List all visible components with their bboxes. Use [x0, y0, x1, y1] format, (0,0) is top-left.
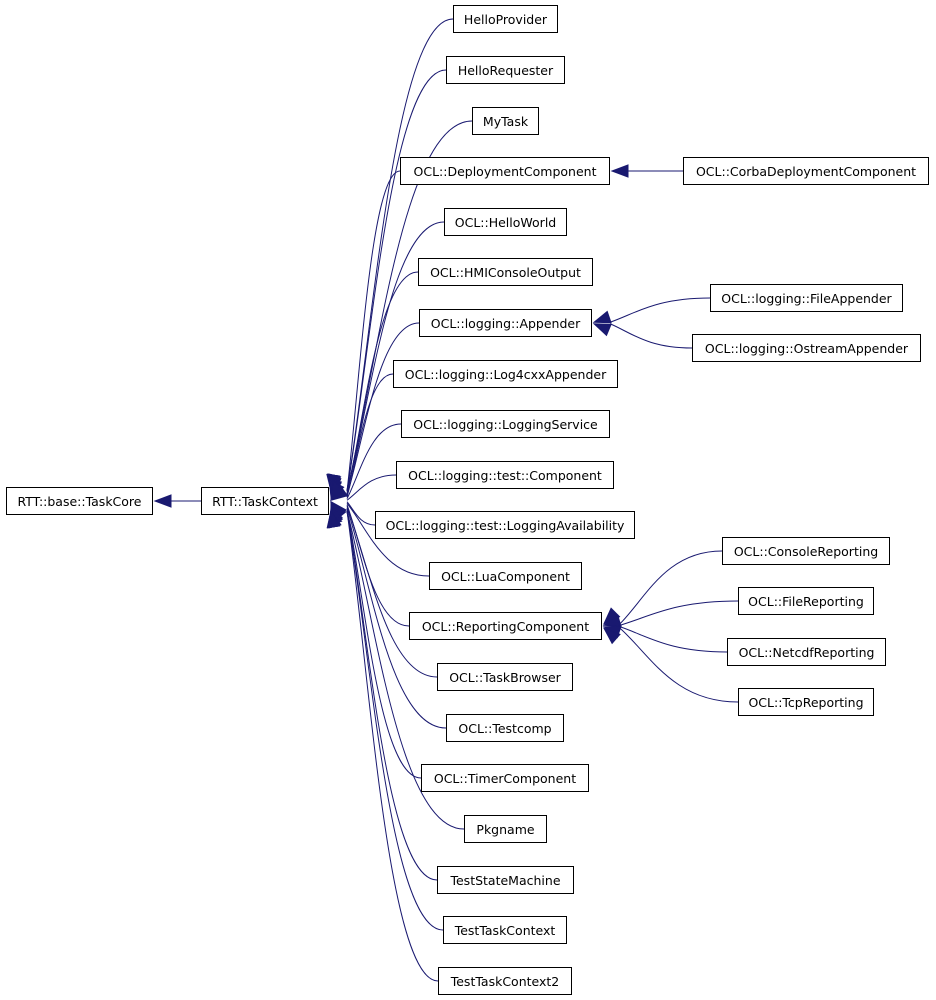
inheritance-edge	[602, 550, 723, 625]
edge-line	[346, 510, 465, 830]
inheritance-edge	[592, 323, 693, 349]
edge-line	[346, 120, 473, 492]
arrowhead-icon	[610, 164, 629, 178]
edge-line	[346, 221, 445, 493]
edge-line	[346, 502, 430, 577]
node-ocl-tcpreporting[interactable]: OCL::TcpReporting	[738, 688, 874, 716]
inheritance-edge	[602, 627, 739, 703]
edge-line	[346, 69, 447, 492]
edge-line	[346, 510, 438, 881]
edge-line	[346, 506, 438, 678]
arrowhead-icon	[592, 323, 612, 337]
edge-line	[619, 627, 739, 703]
node-pkgname[interactable]: Pkgname	[464, 815, 547, 843]
inheritance-edge	[326, 509, 439, 982]
edge-line	[609, 323, 693, 349]
node-rtt-base-taskcore[interactable]: RTT::base::TaskCore	[6, 487, 153, 515]
edge-line	[346, 509, 422, 779]
edge-line	[346, 474, 397, 501]
edge-line	[346, 170, 401, 492]
node-ocl-deploymentcomponent[interactable]: OCL::DeploymentComponent	[400, 157, 610, 185]
arrowhead-icon	[592, 310, 612, 324]
arrowhead-icon	[326, 509, 340, 529]
inheritance-edge	[326, 170, 401, 493]
node-ocl-helloworld[interactable]: OCL::HelloWorld	[444, 208, 567, 236]
node-ocl-corbadeploymentcomponent[interactable]: OCL::CorbaDeploymentComponent	[683, 157, 929, 185]
node-ocl-hmiconsoleoutput[interactable]: OCL::HMIConsoleOutput	[418, 258, 593, 286]
edge-line	[346, 507, 447, 729]
node-testtaskcontext2[interactable]: TestTaskContext2	[438, 967, 572, 995]
edge-line	[609, 297, 711, 323]
arrowhead-icon	[329, 485, 349, 502]
edge-line	[619, 550, 723, 625]
node-ocl-luacomponent[interactable]: OCL::LuaComponent	[429, 562, 582, 590]
node-ocl-reportingcomponent[interactable]: OCL::ReportingComponent	[409, 612, 602, 640]
node-ocl-filereporting[interactable]: OCL::FileReporting	[738, 587, 874, 615]
node-ocl-timercomponent[interactable]: OCL::TimerComponent	[421, 764, 589, 792]
node-ocl-logging-test-loggingavailability[interactable]: OCL::logging::test::LoggingAvailability	[375, 511, 635, 539]
arrowhead-icon	[602, 614, 622, 628]
node-ocl-logging-loggingservice[interactable]: OCL::logging::LoggingService	[401, 410, 610, 438]
node-ocl-consolereporting[interactable]: OCL::ConsoleReporting	[722, 537, 890, 565]
inheritance-edge	[153, 494, 201, 508]
inheritance-edge	[327, 509, 438, 881]
node-rtt-taskcontext[interactable]: RTT::TaskContext	[201, 487, 329, 515]
edge-line	[346, 510, 444, 931]
node-mytask[interactable]: MyTask	[472, 107, 539, 135]
inheritance-edge	[329, 474, 397, 502]
node-testtaskcontext[interactable]: TestTaskContext	[443, 916, 567, 944]
inheritance-edge	[592, 297, 711, 324]
arrowhead-icon	[602, 627, 621, 645]
node-ocl-logging-log4cxxappender[interactable]: OCL::logging::Log4cxxAppender	[393, 360, 618, 388]
inheritance-edge	[327, 507, 422, 779]
edge-line	[346, 271, 419, 495]
edge-line	[346, 423, 402, 499]
node-ocl-netcdfreporting[interactable]: OCL::NetcdfReporting	[727, 638, 886, 666]
inheritance-edge	[602, 600, 739, 628]
arrowhead-icon	[153, 494, 172, 508]
node-hellorequester[interactable]: HelloRequester	[446, 56, 565, 84]
node-ocl-logging-test-component[interactable]: OCL::logging::test::Component	[396, 461, 614, 489]
edge-line	[619, 600, 739, 626]
inheritance-edge	[610, 164, 683, 178]
node-ocl-testcomp[interactable]: OCL::Testcomp	[446, 714, 564, 742]
edge-line	[619, 626, 728, 653]
edge-line	[346, 373, 394, 498]
node-ocl-logging-appender[interactable]: OCL::logging::Appender	[419, 309, 592, 337]
edge-line	[346, 510, 439, 982]
node-ocl-logging-fileappender[interactable]: OCL::logging::FileAppender	[710, 284, 903, 312]
node-ocl-taskbrowser[interactable]: OCL::TaskBrowser	[437, 663, 573, 691]
node-ocl-logging-ostreamappender[interactable]: OCL::logging::OstreamAppender	[692, 334, 921, 362]
edge-line	[346, 501, 376, 526]
node-teststatemachine[interactable]: TestStateMachine	[437, 866, 574, 894]
node-helloprovider[interactable]: HelloProvider	[453, 5, 558, 33]
